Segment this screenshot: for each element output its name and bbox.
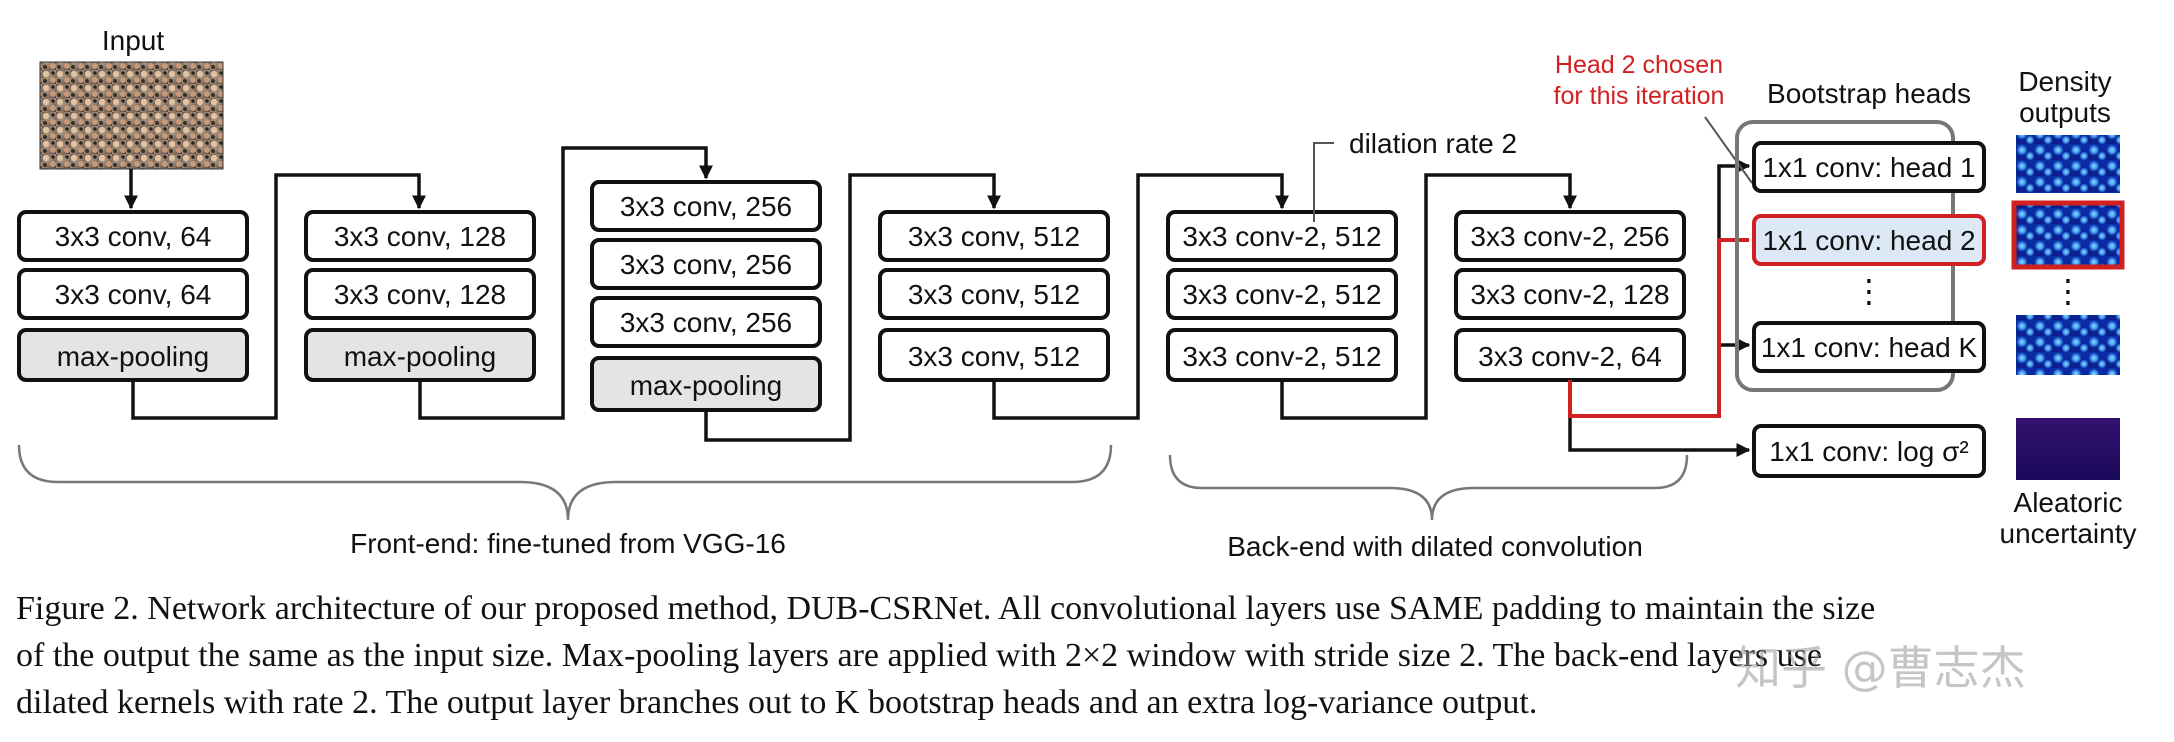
density-map-1 — [2016, 135, 2120, 193]
head-k-box — [1752, 321, 1986, 373]
layer-label: 3x3 conv-2, 512 — [1182, 279, 1381, 310]
chosen-head-path — [1568, 238, 1749, 418]
input-image — [39, 61, 224, 170]
density-map-2 — [2011, 200, 2125, 270]
layer-label: max-pooling — [344, 341, 497, 372]
layer-box — [590, 180, 822, 232]
layer-box — [1166, 268, 1398, 320]
layer-label: 3x3 conv-2, 128 — [1470, 279, 1669, 310]
layer-label: 3x3 conv, 512 — [908, 341, 1080, 372]
back-end-label: Back-end with dilated convolution — [1227, 531, 1643, 562]
density-title-1: Density — [2018, 66, 2111, 97]
head-chosen-line-1: Head 2 chosen — [1555, 51, 1723, 79]
head-1-box — [1752, 141, 1986, 193]
aleatoric-title-1: Aleatoric — [2014, 487, 2123, 518]
front-end-label: Front-end: fine-tuned from VGG-16 — [350, 528, 786, 559]
layer-label: 3x3 conv, 64 — [55, 221, 212, 252]
head-chosen-leader — [1704, 116, 1753, 184]
layer-label: 3x3 conv-2, 512 — [1182, 221, 1381, 252]
layer-label: 3x3 conv, 512 — [908, 221, 1080, 252]
input-label: Input — [102, 25, 164, 56]
layer-label: 3x3 conv-2, 64 — [1478, 341, 1662, 372]
stage-1: 3x3 conv, 64 3x3 conv, 64 max-pooling — [17, 210, 249, 382]
stage-2: 3x3 conv, 128 3x3 conv, 128 max-pooling — [304, 210, 536, 382]
layer-label: 3x3 conv, 256 — [620, 249, 792, 280]
dilation-leader — [1313, 142, 1334, 222]
layer-box — [1166, 210, 1398, 262]
head-2-label: 1x1 conv: head 2 — [1762, 225, 1975, 256]
layer-label: 3x3 conv-2, 512 — [1182, 341, 1381, 372]
front-end-brace — [17, 444, 1113, 521]
caption-line: dilated kernels with rate 2. The output … — [16, 684, 1538, 721]
layer-box — [304, 268, 536, 320]
head-2-box — [1752, 214, 1986, 266]
heads-ellipsis: ⋮ — [1853, 273, 1885, 309]
caption-line: of the output the same as the input size… — [16, 637, 1822, 674]
head-1-label: 1x1 conv: head 1 — [1762, 152, 1975, 183]
layer-label: max-pooling — [57, 341, 210, 372]
layer-box — [304, 210, 536, 262]
layer-box — [17, 268, 249, 320]
layer-label: 3x3 conv, 512 — [908, 279, 1080, 310]
stage-3: 3x3 conv, 256 3x3 conv, 256 3x3 conv, 25… — [590, 180, 822, 412]
head-k-label: 1x1 conv: head K — [1761, 332, 1978, 363]
layer-box — [590, 238, 822, 290]
layer-label: max-pooling — [630, 370, 783, 401]
layer-label: 3x3 conv, 256 — [620, 307, 792, 338]
figure-caption: Figure 2. Network architecture of our pr… — [16, 585, 2166, 726]
bootstrap-title: Bootstrap heads — [1767, 78, 1971, 109]
variance-label: 1x1 conv: log σ² — [1769, 436, 1968, 467]
aleatoric-map — [2016, 418, 2120, 480]
watermark: 知乎 @曹志杰 — [1735, 641, 2026, 695]
variance-box — [1752, 424, 1986, 478]
layer-label: 3x3 conv, 256 — [620, 191, 792, 222]
layer-box — [1454, 268, 1686, 320]
stage-5: 3x3 conv-2, 512 3x3 conv-2, 512 3x3 conv… — [1166, 210, 1398, 382]
density-map-k — [2016, 315, 2120, 375]
stage-connector — [992, 173, 1289, 420]
density-title-2: outputs — [2019, 97, 2111, 128]
layer-box — [878, 268, 1110, 320]
layer-label: 3x3 conv, 128 — [334, 221, 506, 252]
branch-to-head-1 — [1717, 159, 1751, 416]
stage-connector — [704, 173, 1001, 442]
stage-6: 3x3 conv-2, 256 3x3 conv-2, 128 3x3 conv… — [1454, 210, 1686, 382]
head-chosen-line-2: for this iteration — [1554, 82, 1725, 110]
layer-box — [590, 296, 822, 348]
layer-label: 3x3 conv, 128 — [334, 279, 506, 310]
stage-connector — [1280, 173, 1577, 420]
back-end-brace — [1168, 454, 1689, 521]
stage-4: 3x3 conv, 512 3x3 conv, 512 3x3 conv, 51… — [878, 210, 1110, 382]
stage-connector — [418, 146, 713, 420]
layer-label: 3x3 conv, 64 — [55, 279, 212, 310]
layer-box — [17, 210, 249, 262]
caption-line: Figure 2. Network architecture of our pr… — [16, 590, 1876, 627]
layer-box — [1454, 210, 1686, 262]
layer-label: 3x3 conv-2, 256 — [1470, 221, 1669, 252]
layer-box — [878, 210, 1110, 262]
stage-connector — [131, 173, 426, 420]
aleatoric-title-2: uncertainty — [2000, 518, 2137, 549]
density-ellipsis: ⋮ — [2052, 273, 2084, 309]
dilation-label: dilation rate 2 — [1349, 128, 1517, 159]
